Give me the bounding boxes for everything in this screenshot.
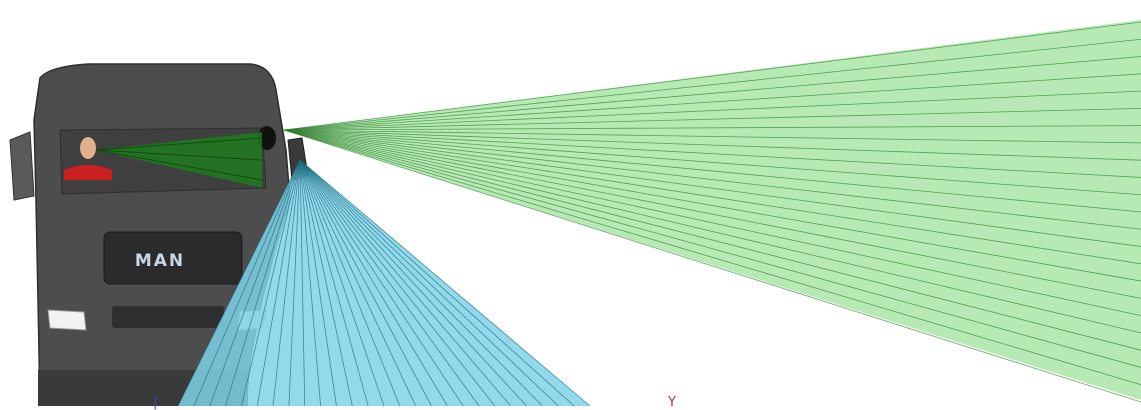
driver-torso bbox=[64, 165, 112, 180]
driver-head bbox=[80, 137, 96, 159]
green-sightline-fan bbox=[283, 20, 1141, 406]
truck-logo: MAN bbox=[135, 251, 185, 271]
axis-marker-y: | bbox=[153, 395, 158, 410]
camera-pod bbox=[258, 126, 276, 150]
left-headlight bbox=[47, 309, 87, 331]
front-grille bbox=[103, 231, 243, 285]
lower-grille bbox=[112, 306, 224, 328]
cyan-sightline-fan bbox=[177, 159, 591, 406]
left-mirror bbox=[9, 131, 35, 201]
axis-marker-x: Y bbox=[668, 395, 676, 410]
driver-figure bbox=[64, 137, 112, 180]
driver-sightline-fan bbox=[95, 132, 263, 188]
